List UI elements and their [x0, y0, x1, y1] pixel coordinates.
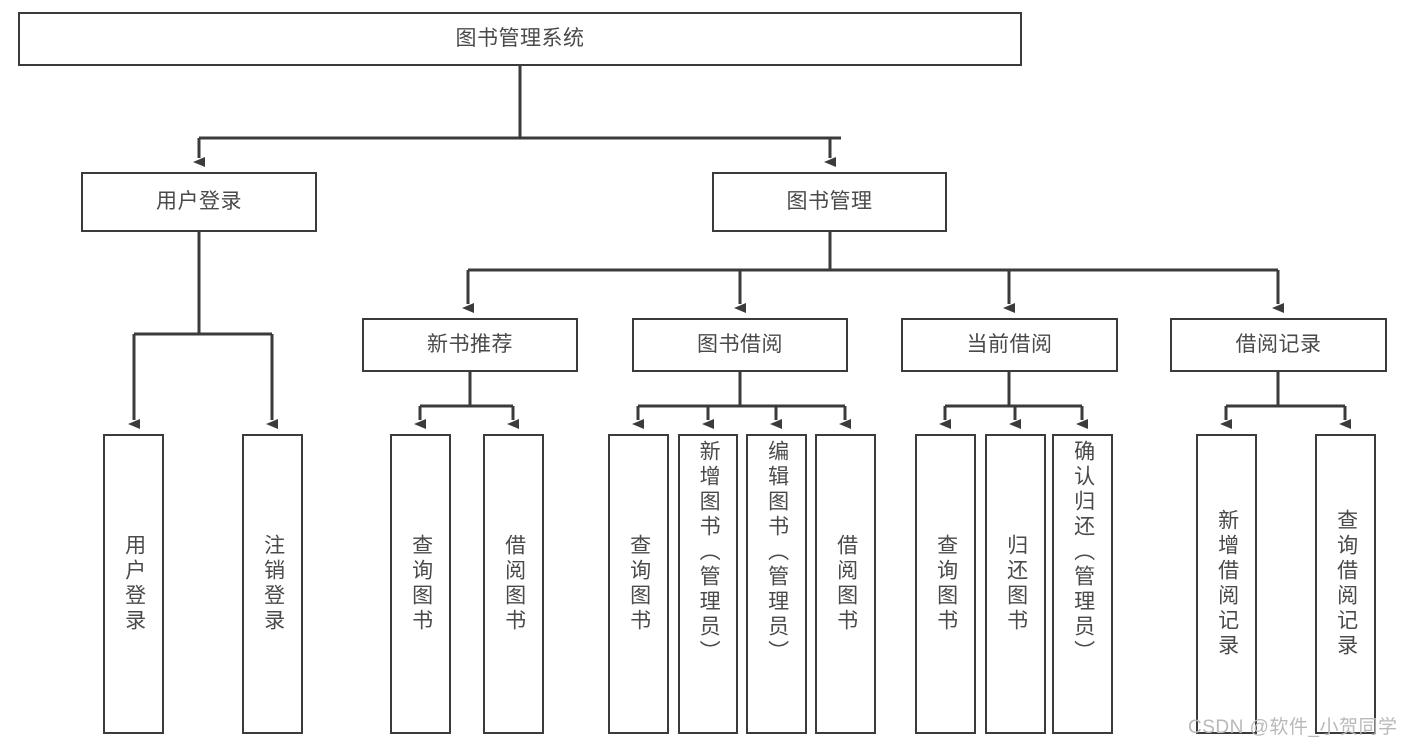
node-leaf-query-book-recommend[interactable]: 查询图书 — [390, 434, 451, 734]
node-book-borrow[interactable]: 图书借阅 — [632, 318, 848, 372]
node-leaf-add-book-admin[interactable]: 新增图书（管理员） — [678, 434, 738, 734]
node-user-login[interactable]: 用户登录 — [81, 172, 317, 232]
node-leaf-edit-book-admin[interactable]: 编辑图书（管理员） — [746, 434, 807, 734]
node-current-borrow[interactable]: 当前借阅 — [901, 318, 1118, 372]
node-leaf-query-book-borrow[interactable]: 查询图书 — [608, 434, 669, 734]
node-borrow-record[interactable]: 借阅记录 — [1170, 318, 1387, 372]
node-leaf-add-borrow-record[interactable]: 新增借阅记录 — [1196, 434, 1257, 734]
node-leaf-query-book-current[interactable]: 查询图书 — [915, 434, 976, 734]
node-book-manage[interactable]: 图书管理 — [712, 172, 947, 232]
watermark-text: CSDN @软件_小贺同学 — [1188, 717, 1398, 738]
node-root-system[interactable]: 图书管理系统 — [18, 12, 1022, 66]
node-leaf-return-book[interactable]: 归还图书 — [985, 434, 1046, 734]
node-leaf-borrow-book-borrow[interactable]: 借阅图书 — [815, 434, 876, 734]
node-leaf-logout-login[interactable]: 注销登录 — [242, 434, 303, 734]
node-leaf-query-borrow-record[interactable]: 查询借阅记录 — [1315, 434, 1376, 734]
node-leaf-user-login[interactable]: 用户登录 — [103, 434, 164, 734]
node-leaf-borrow-book-recommend[interactable]: 借阅图书 — [483, 434, 544, 734]
node-new-book-recommend[interactable]: 新书推荐 — [362, 318, 578, 372]
node-leaf-confirm-return-admin[interactable]: 确认归还（管理员） — [1052, 434, 1113, 734]
